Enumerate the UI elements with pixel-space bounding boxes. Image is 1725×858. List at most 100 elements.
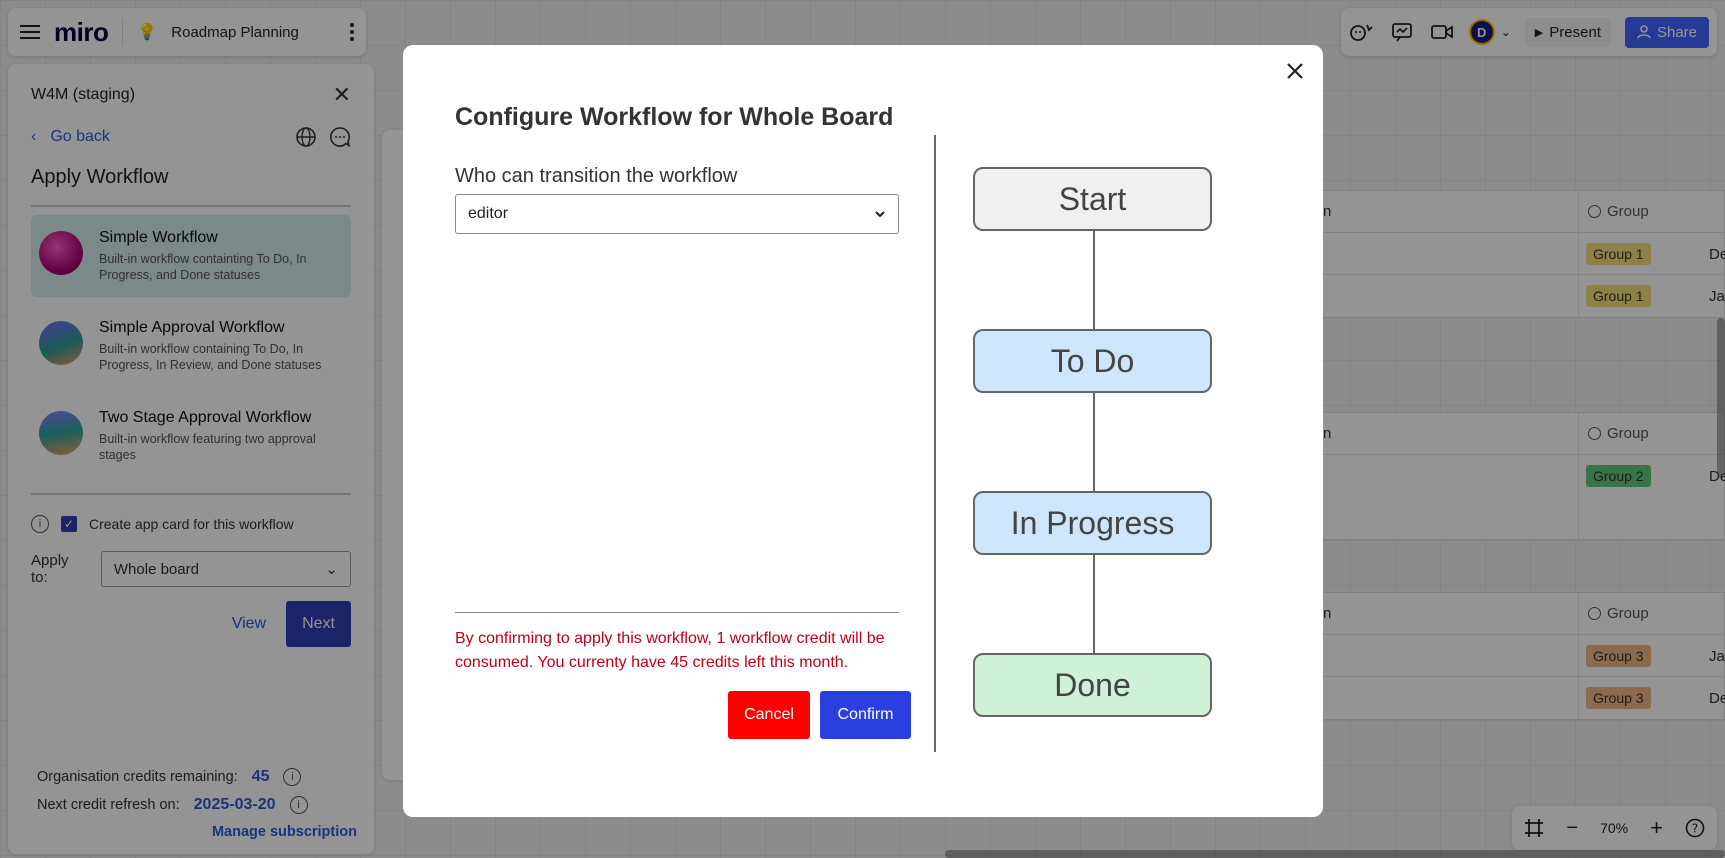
credits-label: Organisation credits remaining: — [37, 769, 238, 785]
who-can-transition-select[interactable]: editor — [455, 194, 899, 234]
workflow-option-two-stage[interactable]: Two Stage Approval Workflow Built-in wor… — [31, 395, 351, 477]
who-can-transition-label: Who can transition the workflow — [455, 165, 738, 187]
info-icon[interactable]: i — [283, 768, 302, 786]
info-icon[interactable]: i — [31, 515, 49, 533]
collab-toolbar: D ⌄ ▶ Present Share — [1340, 8, 1717, 56]
workflow-name: Two Stage Approval Workflow — [99, 409, 312, 426]
date-cell: De — [1709, 246, 1725, 263]
miro-logo: miro — [54, 16, 109, 47]
create-app-card-label: Create app card for this workflow — [89, 516, 294, 532]
play-icon: ▶ — [1534, 26, 1544, 39]
zoom-out-icon[interactable]: − — [1566, 816, 1579, 839]
reactions-icon[interactable] — [1349, 19, 1375, 45]
user-avatar[interactable]: D — [1468, 19, 1495, 45]
date-cell: De — [1709, 690, 1725, 707]
manage-subscription-link[interactable]: Manage subscription — [211, 824, 357, 840]
zoom-level[interactable]: 70% — [1600, 820, 1629, 836]
close-icon[interactable] — [1281, 57, 1309, 85]
diagram-node-done: Done — [973, 653, 1212, 717]
credit-warning: By confirming to apply this workflow, 1 … — [455, 630, 885, 671]
group-chip[interactable]: Group 1 — [1586, 285, 1651, 307]
workflow-orb-icon — [39, 411, 83, 455]
comments-icon[interactable] — [1389, 19, 1415, 45]
workflow-description: Built-in workflow featuring two approval… — [99, 432, 316, 462]
menu-icon[interactable] — [20, 25, 40, 39]
globe-icon[interactable] — [295, 126, 317, 148]
column-header: n — [1323, 605, 1332, 622]
workflow-option-simple[interactable]: Simple Workflow Built-in workflow contai… — [31, 215, 351, 297]
horizontal-scrollbar[interactable] — [945, 850, 1725, 858]
apply-to-value: Whole board — [113, 560, 199, 578]
group-chip[interactable]: Group 1 — [1586, 243, 1651, 265]
board-table: n Group Group 1 Group 1 De Jar — [1300, 190, 1725, 318]
zoom-controls: − 70% + ? — [1512, 806, 1717, 850]
chevron-left-icon: ‹ — [31, 128, 37, 145]
present-button[interactable]: ▶ Present — [1524, 17, 1611, 47]
vertical-scrollbar[interactable] — [1717, 318, 1725, 478]
divider — [31, 205, 351, 207]
group-chip[interactable]: Group 3 — [1586, 687, 1651, 709]
close-icon[interactable]: ✕ — [332, 82, 351, 107]
group-column-icon — [1588, 427, 1601, 440]
group-chip[interactable]: Group 2 — [1586, 465, 1651, 487]
go-back-label: Go back — [50, 128, 110, 145]
zoom-in-icon[interactable]: + — [1650, 815, 1663, 840]
board-topbar: miro 💡 Roadmap Planning — [8, 8, 366, 56]
date-cell: Jar — [1709, 648, 1725, 665]
create-app-card-checkbox[interactable]: ✓ — [61, 516, 77, 532]
workflow-orb-icon — [39, 321, 83, 365]
chevron-down-icon — [875, 211, 885, 218]
divider — [934, 135, 936, 752]
refresh-label: Next credit refresh on: — [37, 797, 180, 813]
divider — [122, 18, 124, 46]
workflow-description: Built-in workflow containing To Do, In P… — [99, 342, 322, 372]
group-column-header: Group — [1588, 605, 1649, 622]
chevron-down-icon: ⌄ — [325, 561, 338, 578]
group-column-header: Group — [1588, 203, 1649, 220]
group-column-header: Group — [1588, 425, 1649, 442]
divider — [31, 493, 351, 495]
chevron-down-icon[interactable]: ⌄ — [1500, 25, 1511, 39]
apply-to-select[interactable]: Whole board ⌄ — [100, 551, 351, 587]
chat-icon[interactable] — [329, 126, 351, 148]
column-header: n — [1323, 203, 1332, 220]
fit-frame-icon[interactable] — [1524, 818, 1544, 838]
group-column-icon — [1588, 205, 1601, 218]
modal-title: Configure Workflow for Whole Board — [455, 103, 894, 131]
board-table: n Group Group 3 Group 3 Jar De — [1300, 592, 1725, 720]
more-icon[interactable] — [350, 23, 354, 41]
share-label: Share — [1656, 23, 1697, 41]
column-header: n — [1323, 425, 1332, 442]
divider — [455, 612, 899, 613]
workflow-name: Simple Workflow — [99, 229, 218, 246]
video-icon[interactable] — [1429, 19, 1455, 45]
group-chip[interactable]: Group 3 — [1586, 645, 1651, 667]
who-can-transition-value: editor — [468, 205, 509, 222]
workflow-orb-icon — [39, 231, 83, 275]
diagram-node-todo: To Do — [973, 329, 1212, 393]
help-icon[interactable]: ? — [1685, 818, 1705, 838]
panel-title: W4M (staging) — [31, 86, 136, 103]
credits-value: 45 — [251, 768, 270, 785]
apply-workflow-heading: Apply Workflow — [31, 166, 169, 188]
cancel-button[interactable]: Cancel — [728, 691, 810, 739]
user-icon — [1637, 25, 1651, 39]
workflow-name: Simple Approval Workflow — [99, 319, 285, 336]
group-column-icon — [1588, 607, 1601, 620]
board-table: n Group Group 2 De — [1300, 412, 1725, 540]
workflow-side-panel: W4M (staging) ✕ ‹ Go back Apply Workflow… — [8, 64, 374, 854]
board-name[interactable]: Roadmap Planning — [171, 23, 299, 41]
refresh-value: 2025-03-20 — [193, 796, 276, 813]
workflow-option-simple-approval[interactable]: Simple Approval Workflow Built-in workfl… — [31, 305, 351, 387]
share-button[interactable]: Share — [1624, 16, 1709, 48]
svg-text:?: ? — [1692, 822, 1698, 836]
go-back-link[interactable]: ‹ Go back — [31, 128, 110, 146]
diagram-node-in-progress: In Progress — [973, 491, 1212, 555]
next-button[interactable]: Next — [286, 601, 351, 647]
workflow-diagram: Start To Do In Progress Done — [973, 165, 1218, 765]
info-icon[interactable]: i — [289, 796, 308, 814]
board-icon: 💡 — [137, 24, 158, 41]
confirm-button[interactable]: Confirm — [820, 691, 911, 739]
workflow-description: Built-in workflow containting To Do, In … — [99, 252, 307, 282]
view-button[interactable]: View — [231, 615, 267, 632]
